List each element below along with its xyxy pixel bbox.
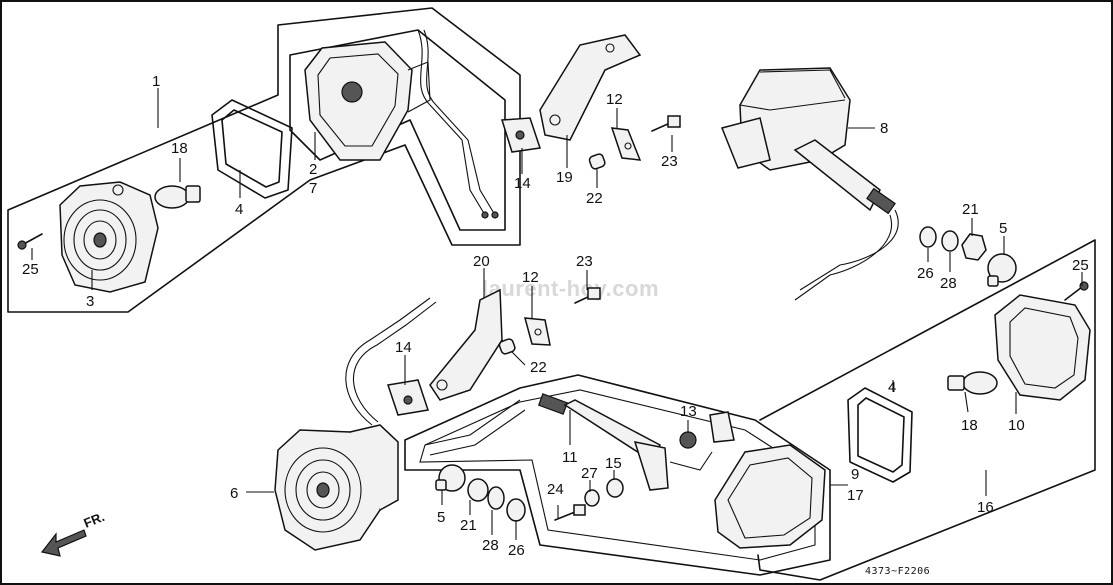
callout-17: 17 xyxy=(847,487,864,504)
callout-7: 7 xyxy=(309,180,317,197)
wire-6 xyxy=(345,297,431,426)
callout-25-top: 25 xyxy=(22,261,39,278)
gasket-4-bottom xyxy=(847,387,913,483)
wire-8b xyxy=(794,214,893,301)
callout-18-bottom: 18 xyxy=(961,417,978,434)
bulb-5-bottom xyxy=(435,464,466,492)
callout-14-bottom: 14 xyxy=(395,339,412,356)
connector-top-1 xyxy=(481,211,489,219)
callout-6: 6 xyxy=(230,485,238,502)
callout-10: 10 xyxy=(1008,417,1025,434)
group-16-outline xyxy=(757,239,1096,581)
leader-lines xyxy=(31,88,1083,540)
clip-12-bottom xyxy=(523,317,551,346)
washer-26-bottom xyxy=(506,498,526,522)
screw-25-top xyxy=(17,233,43,250)
housing-9 xyxy=(714,444,826,549)
turn-signal-8 xyxy=(720,67,896,215)
callout-16: 16 xyxy=(977,499,994,516)
callout-26-top: 26 xyxy=(917,265,934,282)
bulb-18-top xyxy=(154,185,201,209)
collar-15 xyxy=(606,478,624,498)
bolt-23-bottom xyxy=(574,287,601,304)
wire-9 xyxy=(424,399,521,446)
callout-14-top: 14 xyxy=(514,175,531,192)
washer-28-top xyxy=(941,230,959,252)
bolt-24 xyxy=(554,504,586,521)
callout-21-bottom: 21 xyxy=(460,517,477,534)
collar-22-top xyxy=(588,153,606,170)
wire-top-harness xyxy=(417,29,486,216)
wire-8 xyxy=(799,209,899,291)
callout-1: 1 xyxy=(152,73,160,90)
callout-8: 8 xyxy=(880,120,888,137)
washer-27 xyxy=(584,489,600,507)
bracket-19 xyxy=(539,34,642,141)
turn-signal-6 xyxy=(274,424,399,551)
bulb-18-bottom xyxy=(947,371,998,395)
callout-23-bottom: 23 xyxy=(576,253,593,270)
clip-12-top xyxy=(610,127,642,161)
washer-28-bottom xyxy=(487,486,505,510)
stay-11 xyxy=(537,393,669,491)
callout-21-top: 21 xyxy=(962,201,979,218)
callout-26-bottom: 26 xyxy=(508,542,525,559)
lens-3 xyxy=(59,181,159,293)
callout-12-bottom: 12 xyxy=(522,269,539,286)
bracket-20 xyxy=(429,288,503,401)
nut-21-top xyxy=(961,233,987,261)
wire-top-harness-2 xyxy=(423,29,496,216)
callout-2: 2 xyxy=(309,161,317,178)
callout-18-top: 18 xyxy=(171,140,188,157)
callout-3: 3 xyxy=(86,293,94,310)
callout-11: 11 xyxy=(562,449,578,466)
callout-22-top: 22 xyxy=(586,190,603,207)
callout-4-top: 4 xyxy=(235,201,243,218)
bulb-5-top xyxy=(987,253,1017,287)
diagram-code: 4373~F2206 xyxy=(865,566,930,577)
callout-5-bottom: 5 xyxy=(437,509,445,526)
front-indicator: FR. xyxy=(82,509,107,531)
callout-13: 13 xyxy=(680,403,697,420)
collar-22-bottom xyxy=(498,338,516,355)
washer-26-top xyxy=(919,226,937,248)
housing-2-top xyxy=(304,41,431,161)
callout-27: 27 xyxy=(581,465,598,482)
lens-10 xyxy=(994,294,1091,401)
wire-11 xyxy=(669,451,713,471)
screw-25-bottom xyxy=(1064,281,1089,301)
callout-22-bottom: 22 xyxy=(530,359,547,376)
callout-25-bottom: 25 xyxy=(1072,257,1089,274)
nut-21-bottom xyxy=(467,478,489,502)
front-arrow: FR. xyxy=(40,509,107,557)
group-1-outline xyxy=(7,7,521,313)
callout-5-top: 5 xyxy=(999,220,1007,237)
callout-24: 24 xyxy=(547,481,564,498)
callout-12-top: 12 xyxy=(606,91,623,108)
connector-top-2 xyxy=(491,211,499,219)
watermark: laurent-hoy.com xyxy=(482,276,659,301)
callout-15: 15 xyxy=(605,455,622,472)
callout-23-top: 23 xyxy=(661,153,678,170)
callout-19: 19 xyxy=(556,169,573,186)
grommet-13 xyxy=(679,411,735,449)
gasket-4-top xyxy=(211,99,293,199)
assembly-9-outline xyxy=(404,374,831,576)
bolt-23-top xyxy=(651,115,681,132)
wire-6b xyxy=(352,301,437,423)
wire-9b xyxy=(429,409,526,456)
callout-20: 20 xyxy=(473,253,490,270)
callout-4-bottom: 4 xyxy=(888,379,896,396)
callout-9: 9 xyxy=(851,466,859,483)
holder-14-bottom xyxy=(387,379,429,416)
callout-28-top: 28 xyxy=(940,275,957,292)
callout-28-bottom: 28 xyxy=(482,537,499,554)
holder-14-top xyxy=(501,117,541,153)
